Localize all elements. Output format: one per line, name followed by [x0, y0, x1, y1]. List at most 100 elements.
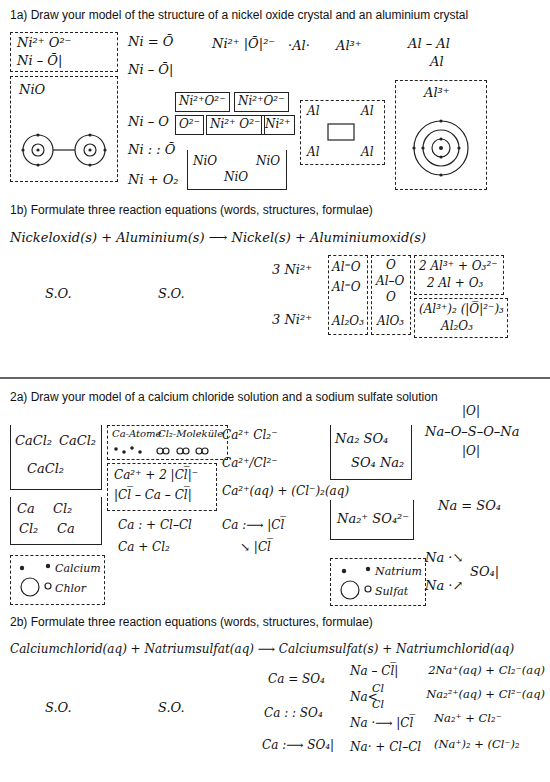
handwritten-text: Chlor: [55, 582, 86, 595]
section-divider: [0, 377, 550, 378]
answer-box: NatriumSulfat: [330, 558, 426, 606]
handwritten-text: Nickeloxid(s) + Aluminium(s) ⟶ Nickel(s)…: [10, 230, 426, 246]
handwritten-text: NiO: [256, 154, 280, 168]
handwritten-text: S.O.: [158, 286, 185, 302]
handwritten-text: Ca : : SO₄: [264, 706, 323, 720]
answer-box: Ni²⁺O²⁻: [234, 92, 289, 112]
handwritten-text: Calciumchlorid(aq) + Natriumsulfat(aq) ⟶…: [10, 642, 514, 656]
handwritten-text: Ni²⁺ O²⁻: [210, 117, 260, 131]
handwritten-text: Na₂⁺ + Cl₂⁻: [434, 712, 502, 726]
answer-box: Ca²⁺ + 2 |Cl̅|⁻ |Cl̅ – Ca – Cl̅|: [107, 463, 217, 511]
handwritten-text: 3 Ni²⁺: [272, 312, 312, 328]
answer-box: CaCl₂CaCl₂CaCl₂: [10, 425, 102, 490]
handwritten-text: |Cl̅ – Ca – Cl̅|: [114, 488, 192, 502]
handwritten-text: Al: [307, 145, 320, 159]
handwritten-text: Na ·↘: [425, 550, 463, 566]
handwritten-text: Ni – Ō|: [17, 53, 62, 69]
handwritten-text: Ni²⁺ O²⁻: [17, 35, 71, 51]
handwritten-text: SO₄ Na₂: [351, 455, 404, 471]
handwritten-text: Cl₂: [19, 521, 38, 537]
handwritten-text: Al: [430, 54, 444, 70]
handwritten-text: |O|: [462, 404, 480, 418]
handwritten-text: Ca-Atome: [112, 428, 161, 440]
handwritten-text: Ca + Cl₂: [118, 540, 170, 554]
answer-box: CaCl₂Cl₂Ca: [10, 497, 102, 545]
answer-box: Na₂⁺ SO₄²⁻: [330, 500, 414, 540]
answer-box: O²⁻: [175, 115, 204, 135]
handwritten-text: O: [386, 290, 396, 304]
handwritten-text: Al: [361, 104, 374, 118]
handwritten-text: Al – Al: [408, 36, 450, 52]
handwritten-text: Ca :⟶ SO₄|: [262, 738, 334, 752]
handwritten-text: Ca: [17, 501, 35, 517]
handwritten-text: Ni – O: [128, 114, 169, 130]
handwritten-text: Ni : : Ō: [128, 142, 175, 158]
handwritten-text: NiO: [224, 170, 248, 184]
handwritten-text: Ca²⁺(aq) + (Cl⁻)₂(aq): [222, 484, 349, 498]
answer-box: AlAlAlAl: [300, 100, 385, 165]
handwritten-text: Ca²⁺ + 2 |Cl̅|⁻: [114, 468, 198, 482]
handwritten-text: Ni = Ō: [128, 34, 173, 50]
handwritten-text: Na ·↗: [425, 578, 463, 594]
handwritten-text: Calcium: [55, 562, 101, 575]
handwritten-text: Ni²⁺O²⁻: [238, 94, 284, 108]
calcium-chloride-legend-sketch: [21, 578, 51, 596]
handwritten-text: Ca : + Cl–Cl: [118, 518, 192, 532]
question-heading: 2a) Draw your model of a calcium chlorid…: [10, 390, 438, 405]
handwritten-text: Al: [307, 104, 320, 118]
handwritten-text: SO₄|: [470, 564, 499, 580]
handwritten-text: ↘ |Cl̅: [240, 540, 271, 554]
handwritten-text: Natrium: [375, 565, 422, 578]
handwritten-text: Cl₂: [53, 501, 72, 517]
sodium-sulfate-legend-sketch: [341, 581, 371, 599]
handwritten-text: Cl₂-Moleküle: [158, 428, 223, 440]
question-heading: 2b) Formulate three reaction equations (…: [10, 615, 373, 630]
chlorine-molecule-sketch: [157, 448, 208, 454]
handwritten-text: 2 Al³⁺ + O₃²⁻: [419, 259, 498, 273]
handwritten-text: Ca²⁺ Cl₂⁻: [222, 428, 277, 442]
handwritten-text: ·Al·: [288, 38, 310, 54]
handwritten-text: Ni – Ō|: [128, 62, 173, 78]
handwritten-text: AlO₃: [377, 314, 404, 328]
handwritten-text: Na₂⁺ SO₄²⁻: [337, 511, 409, 527]
handwritten-text: Sulfat: [375, 585, 408, 598]
handwritten-text: Na· + Cl–Cl: [350, 740, 421, 754]
answer-box: Ni²⁺ O²⁻: [206, 115, 265, 135]
handwritten-text: 2 Al + O₃: [427, 276, 483, 290]
nio-atom-sketch: [23, 135, 105, 165]
handwritten-text: O²⁻: [179, 117, 200, 131]
handwritten-text: S.O.: [158, 700, 185, 716]
handwritten-text: S.O.: [45, 700, 72, 716]
handwritten-text: Cl: [372, 682, 384, 695]
handwritten-text: Al₂O₃: [441, 319, 473, 333]
answer-box: Al³⁺: [395, 80, 487, 190]
handwritten-text: Al³⁺: [424, 85, 450, 101]
aluminium-square: [328, 124, 354, 140]
answer-box: Ni²⁺O²⁻: [175, 92, 230, 112]
handwritten-text: (Al³⁺)₂ (|O̅|²⁻)₃: [419, 302, 504, 316]
handwritten-text: NiO: [19, 82, 45, 98]
handwritten-text: CaCl₂: [59, 433, 96, 449]
handwritten-text: Na ·⟶ |Cl̅: [350, 716, 413, 730]
answer-box: Na₂ SO₄ SO₄ Na₂: [330, 425, 412, 480]
handwritten-text: Ni²⁺O²⁻: [179, 94, 225, 108]
handwritten-text: Al³⁺: [336, 38, 362, 54]
answer-box: Ni²⁺ O²⁻ Ni – Ō|: [10, 32, 118, 72]
handwritten-text: Na – Cl̅|: [350, 664, 398, 678]
answer-box: 2 Al³⁺ + O₃²⁻ 2 Al + O₃: [414, 255, 504, 295]
handwritten-text: Al–O: [376, 274, 404, 288]
handwritten-text: Ni²⁺: [265, 117, 290, 131]
handwritten-text: Al: [361, 145, 374, 159]
handwritten-text: |O|: [462, 444, 480, 458]
handwritten-text: Na₂ SO₄: [335, 431, 388, 447]
handwritten-text: Al₂O₃: [332, 314, 364, 328]
answer-box: NiONiONiO: [187, 150, 287, 190]
handwritten-text: 3 Ni²⁺: [272, 262, 312, 278]
handwritten-text: Na–O–S–O–Na: [425, 424, 519, 440]
handwritten-text: (Na⁺)₂ + (Cl⁻)₂: [434, 738, 520, 752]
question-heading: 1a) Draw your model of the structure of …: [10, 8, 468, 23]
handwritten-text: Ca :⟶ |Cl̅: [222, 518, 284, 532]
handwritten-text: Ca = SO₄: [268, 672, 325, 686]
handwritten-text: Na₂²⁺(aq) + Cl²⁻(aq): [426, 688, 545, 702]
